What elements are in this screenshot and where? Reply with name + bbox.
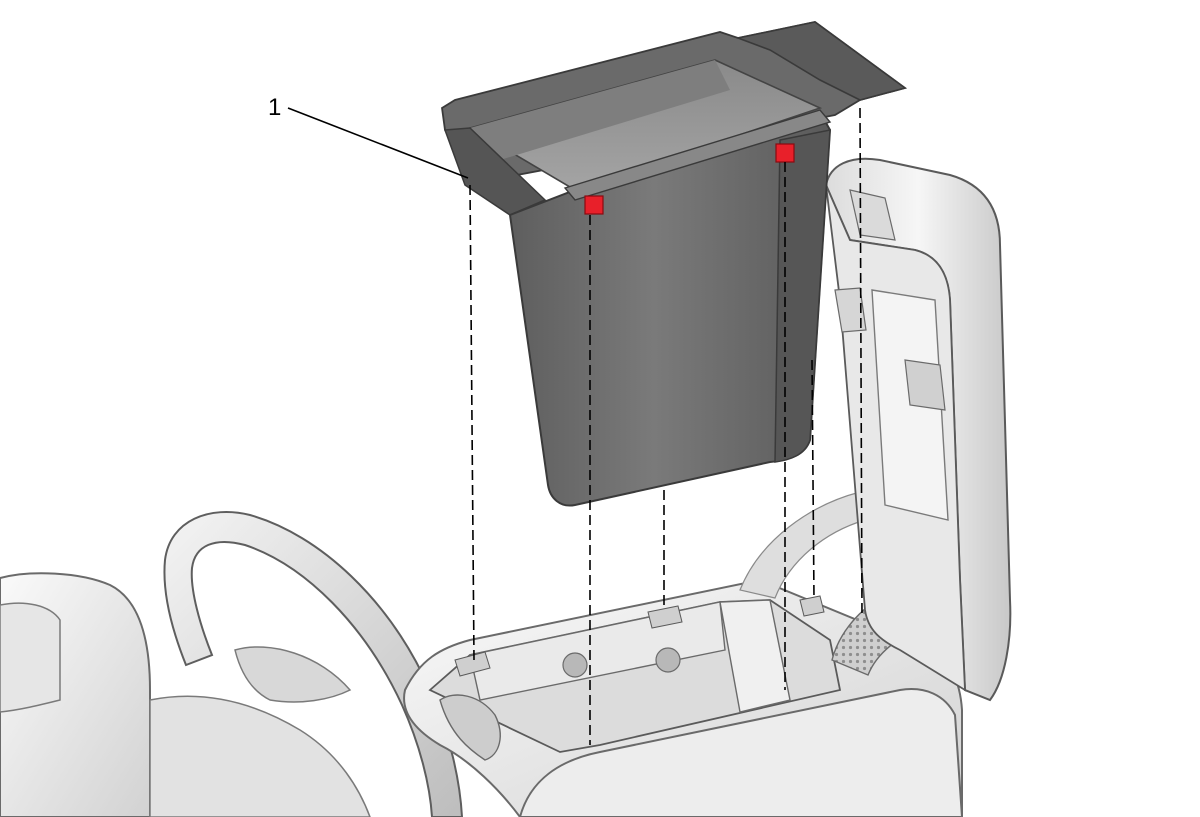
alignment-lines — [469, 107, 863, 745]
cavity-hole — [562, 652, 588, 678]
bin-side-face — [774, 129, 831, 463]
alignment-line — [469, 184, 475, 661]
armrest-lid-top-clip — [849, 189, 896, 241]
bin-front-lip — [563, 109, 832, 201]
hinge-arc — [739, 491, 866, 599]
cavity-tab — [454, 651, 491, 677]
cavity-tab — [799, 595, 825, 617]
vehicle-interior — [0, 157, 1012, 817]
alignment-line — [859, 107, 863, 619]
storage-bin-insert — [441, 21, 908, 507]
retaining-clip-right — [775, 143, 795, 163]
alignment-line — [811, 359, 815, 601]
cupholder-notch — [439, 694, 501, 761]
callout-1: 1 — [268, 94, 469, 179]
callout-leader-line — [287, 107, 469, 179]
console-front-face — [518, 688, 964, 817]
cavity-hole — [655, 647, 681, 673]
bin-shelf-tab — [735, 21, 907, 101]
dashboard-lower — [149, 695, 371, 817]
steering-wheel — [163, 511, 464, 817]
armrest-lid-latch — [904, 359, 946, 411]
bin-opening — [467, 59, 823, 191]
armrest-lid-hook — [834, 287, 867, 333]
cavity-side-wall — [719, 599, 791, 713]
instrument-panel-screen — [0, 602, 61, 713]
bin-inner-wall — [470, 60, 730, 160]
callout-label-1: 1 — [268, 94, 281, 121]
cavity-tab — [647, 605, 683, 629]
retaining-clip-left — [584, 195, 604, 215]
dashboard-vent — [234, 646, 352, 703]
